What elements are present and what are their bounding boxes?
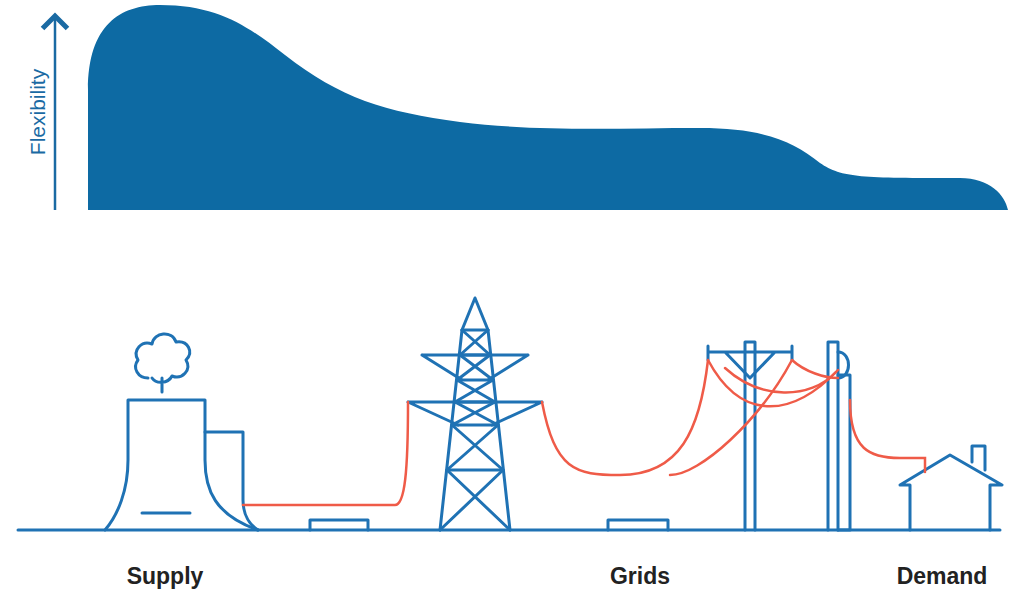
ground-box bbox=[608, 520, 668, 530]
axis-label: Flexibility bbox=[26, 69, 50, 155]
section-label: Demand bbox=[897, 563, 988, 590]
pylon bbox=[408, 298, 542, 530]
steam-cloud bbox=[136, 334, 190, 392]
utility-poles bbox=[708, 342, 850, 530]
power-lines bbox=[243, 360, 925, 505]
cooling-tower bbox=[105, 400, 258, 530]
plant-building bbox=[205, 432, 258, 530]
ground-box bbox=[310, 520, 368, 530]
flexibility-curve bbox=[88, 5, 1008, 210]
section-label: Supply bbox=[127, 563, 204, 590]
axis-arrow bbox=[54, 16, 57, 210]
section-label: Grids bbox=[610, 563, 670, 590]
